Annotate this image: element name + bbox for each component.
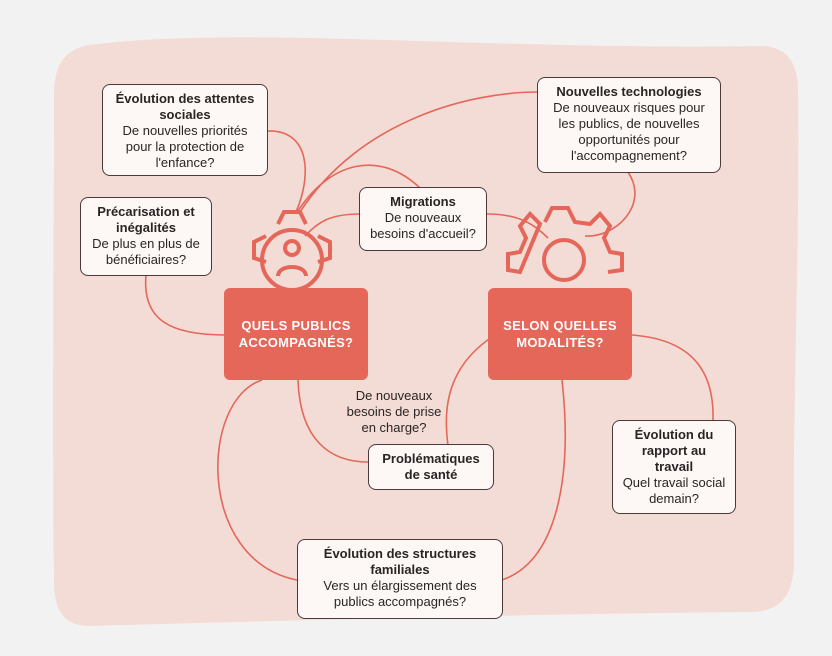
card-attentes-body: De nouvelles priorités pour la protectio… [122, 123, 248, 170]
card-attentes: Évolution des attentes sociales De nouve… [102, 84, 268, 176]
card-travail-title: Évolution du rapport au travail [634, 427, 714, 474]
card-precarisation-body: De plus en plus de bénéficiaires? [92, 236, 200, 267]
hub-publics: QUELS PUBLICS ACCOMPAGNÉS? [224, 288, 368, 380]
card-structures: Évolution des structures familiales Vers… [297, 539, 503, 619]
hub-modalites: SELON QUELLES MODALITÉS? [488, 288, 632, 380]
card-travail: Évolution du rapport au travail Quel tra… [612, 420, 736, 514]
card-sante: Problématiques de santé [368, 444, 494, 490]
card-migrations-title: Migrations [390, 194, 456, 209]
card-precarisation: Précarisation et inégalités De plus en p… [80, 197, 212, 276]
connector-lines [144, 91, 714, 581]
card-travail-body: Quel travail social demain? [622, 475, 726, 506]
card-migrations-body: De nouveaux besoins d'accueil? [370, 210, 476, 241]
card-technologies: Nouvelles technologies De nouveaux risqu… [537, 77, 721, 173]
annotation-prise-en-charge: De nouveaux besoins de prise en charge? [346, 388, 442, 435]
hub-publics-label: QUELS PUBLICS ACCOMPAGNÉS? [238, 318, 354, 350]
card-structures-title: Évolution des structures familiales [323, 546, 477, 577]
card-technologies-body: De nouveaux risques pour les publics, de… [553, 100, 705, 163]
card-attentes-title: Évolution des attentes sociales [115, 91, 255, 122]
gear-icon [506, 206, 624, 282]
card-structures-body: Vers un élargissement des publics accomp… [323, 578, 477, 609]
card-technologies-title: Nouvelles technologies [556, 84, 702, 99]
card-precarisation-title: Précarisation et inégalités [97, 204, 195, 235]
card-sante-title: Problématiques de santé [382, 451, 480, 482]
hub-modalites-label: SELON QUELLES MODALITÉS? [503, 318, 617, 350]
card-migrations: Migrations De nouveaux besoins d'accueil… [359, 187, 487, 251]
